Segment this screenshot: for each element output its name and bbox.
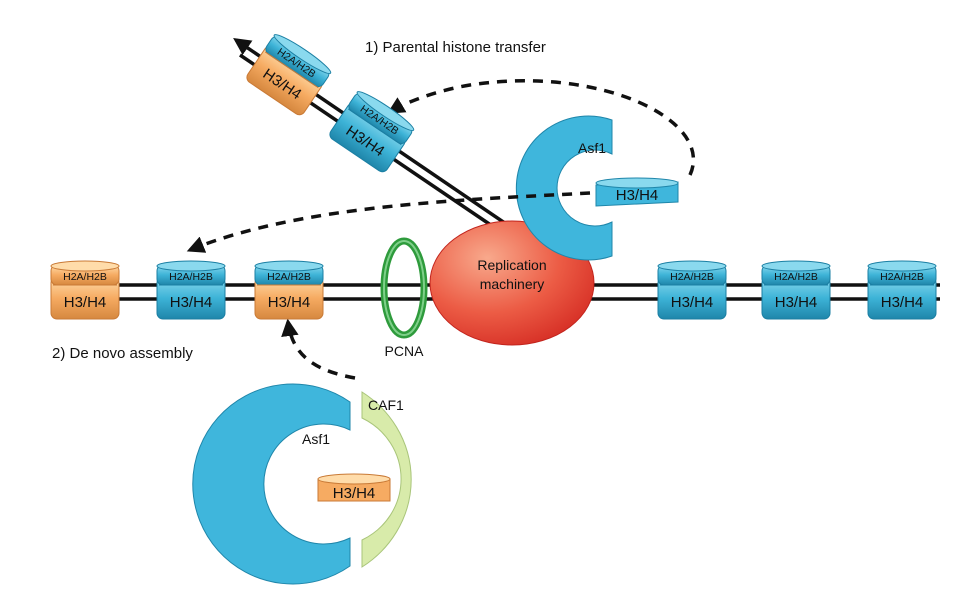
nucleosome-n6-bottom-label: H3/H4	[881, 294, 924, 311]
asf1-top-h3h4-label: H3/H4	[616, 187, 659, 204]
asf1-top-label: Asf1	[578, 140, 606, 156]
nucleosome-n6-top-label: H2A/H2B	[880, 271, 924, 283]
nucleosome-n1-bottom-label: H3/H4	[64, 294, 107, 311]
dashed-arrows	[186, 79, 696, 380]
nucleosome-n5: H2A/H2B H3/H4	[761, 260, 831, 320]
nucleosome-n4-top-label: H2A/H2B	[670, 271, 714, 283]
nucleosome-n3-bottom-label: H3/H4	[268, 294, 311, 311]
machinery-label-line1: Replication	[477, 257, 546, 273]
nucleosome-n5-top-label: H2A/H2B	[774, 271, 818, 283]
nucleosome-n4-bottom-label: H3/H4	[671, 294, 714, 311]
asf1-bottom-label: Asf1	[302, 431, 330, 447]
asf1-bottom-h3h4-label: H3/H4	[333, 485, 376, 502]
nucleosome-n3: H2A/H2B H3/H4	[254, 260, 324, 320]
asf1-top: Asf1 H3/H4	[515, 115, 679, 261]
nucleosome-n3-top-label: H2A/H2B	[267, 271, 311, 283]
arrow-parental-deposit	[186, 191, 591, 253]
nucleosome-n4: H2A/H2B H3/H4	[657, 260, 727, 320]
nucleosomes: H2A/H2BH3/H4H2A/H2BH3/H4H2A/H2BH3/H4H2A/…	[50, 34, 937, 320]
de-novo-caption: 2) De novo assembly	[52, 345, 193, 362]
nucleosome-n6: H2A/H2B H3/H4	[867, 260, 937, 320]
nucleosome-n5-bottom-label: H3/H4	[775, 294, 818, 311]
arrow-de-novo	[281, 318, 356, 380]
pcna-ring: PCNA	[380, 237, 428, 359]
caf1-complex: CAF1 Asf1 H3/H4	[192, 383, 412, 585]
parental-transfer-caption: 1) Parental histone transfer	[365, 39, 546, 56]
nucleosome-n1-top-label: H2A/H2B	[63, 271, 107, 283]
caf1-label: CAF1	[368, 397, 404, 413]
pcna-label: PCNA	[385, 343, 425, 359]
machinery-label-line2: machinery	[480, 276, 545, 292]
nucleosome-n2-bottom-label: H3/H4	[170, 294, 213, 311]
replication-machinery: Replication machinery	[429, 220, 595, 346]
nucleosome-n1: H2A/H2B H3/H4	[50, 260, 120, 320]
nucleosome-n2: H2A/H2B H3/H4	[156, 260, 226, 320]
nucleosome-n2-top-label: H2A/H2B	[169, 271, 213, 283]
arrow-parental-recycle	[386, 79, 696, 176]
